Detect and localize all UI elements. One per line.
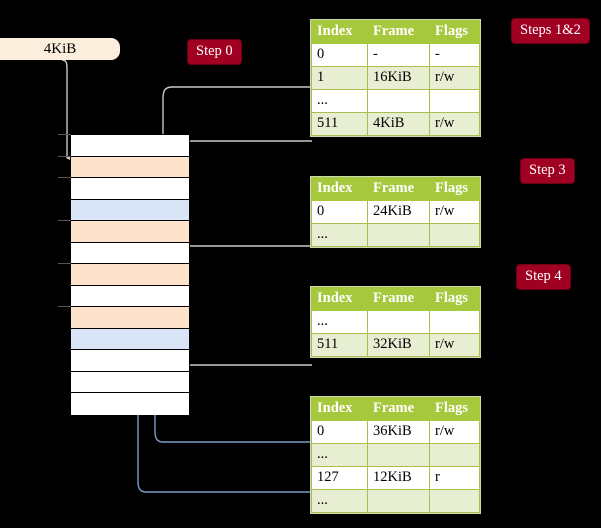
memory-frame-row-7 xyxy=(71,285,189,307)
cell-flags: r/w xyxy=(429,333,480,357)
cell-index: ... xyxy=(311,443,368,467)
cell-index: ... xyxy=(311,489,368,513)
memory-frame-row-12 xyxy=(71,393,189,415)
table-row[interactable]: ... xyxy=(311,443,480,467)
cell-flags xyxy=(429,89,480,113)
column-header-index: Index xyxy=(311,20,368,44)
cell-frame: 24KiB xyxy=(367,200,430,224)
wire-pml4-entry511-to-memory xyxy=(174,140,312,162)
memory-tick-8 xyxy=(58,306,71,307)
wire-pdpt-entry0-to-memory xyxy=(174,245,312,300)
memory-frame-row-9 xyxy=(71,328,189,350)
physical-memory-block xyxy=(70,134,190,415)
cell-frame xyxy=(367,89,430,113)
cell-index: 511 xyxy=(311,333,368,357)
cell-frame: 4KiB xyxy=(367,112,430,136)
column-header-frame: Frame xyxy=(367,20,430,44)
table-row[interactable]: ... xyxy=(311,310,480,334)
cell-flags: r/w xyxy=(429,112,480,136)
cell-frame: 16KiB xyxy=(367,66,430,90)
badge-step-4: Step 4 xyxy=(517,265,570,289)
cell-flags: r/w xyxy=(429,200,480,224)
table-row[interactable]: ... xyxy=(311,89,480,113)
table-row[interactable]: 0-- xyxy=(311,43,480,67)
column-header-frame: Frame xyxy=(367,177,430,201)
cell-flags: r xyxy=(429,466,480,490)
memory-frame-row-11 xyxy=(71,371,189,393)
table-row[interactable]: ... xyxy=(311,223,480,247)
cell-frame: 12KiB xyxy=(367,466,430,490)
cell-index: 0 xyxy=(311,43,368,67)
cell-frame xyxy=(367,223,430,247)
column-header-flags: Flags xyxy=(429,20,480,44)
cell-flags: r/w xyxy=(429,420,480,444)
column-header-index: Index xyxy=(311,287,368,311)
cell-frame: - xyxy=(367,43,430,67)
cell-frame: 32KiB xyxy=(367,333,430,357)
memory-frame-row-8 xyxy=(71,307,189,329)
cell-index: ... xyxy=(311,89,368,113)
memory-frame-row-2 xyxy=(71,178,189,200)
cell-frame xyxy=(367,443,430,467)
memory-tick-2 xyxy=(58,177,71,178)
cell-index: 511 xyxy=(311,112,368,136)
cell-index: 0 xyxy=(311,420,368,444)
column-header-flags: Flags xyxy=(429,287,480,311)
memory-frame-row-4 xyxy=(71,221,189,243)
cell-index: 1 xyxy=(311,66,368,90)
wire-step0-4kib-to-memory xyxy=(61,59,74,162)
column-header-index: Index xyxy=(311,397,368,421)
memory-tick-6 xyxy=(58,263,71,264)
column-header-flags: Flags xyxy=(429,177,480,201)
memory-tick-1 xyxy=(58,155,71,157)
cell-index: ... xyxy=(311,310,368,334)
column-header-flags: Flags xyxy=(429,397,480,421)
table-row[interactable]: ... xyxy=(311,489,480,513)
column-header-frame: Frame xyxy=(367,397,430,421)
memory-frame-row-3 xyxy=(71,199,189,221)
cell-flags xyxy=(429,310,480,334)
memory-frame-row-5 xyxy=(71,242,189,264)
cell-index: 0 xyxy=(311,200,368,224)
cell-flags xyxy=(429,223,480,247)
badge-step-3: Step 3 xyxy=(521,159,574,183)
memory-frame-row-6 xyxy=(71,264,189,286)
memory-frame-row-10 xyxy=(71,350,189,372)
cell-flags xyxy=(429,443,480,467)
cell-flags xyxy=(429,489,480,513)
cell-index: 127 xyxy=(311,466,368,490)
badge-steps-1-2: Steps 1&2 xyxy=(512,19,589,43)
wire-pd-entry511-to-memory xyxy=(168,312,312,366)
cell-index: ... xyxy=(311,223,368,247)
memory-frame-row-1 xyxy=(71,156,189,178)
memory-tick-4 xyxy=(58,220,71,221)
memory-size-label: 4KiB xyxy=(0,38,120,60)
memory-frame-row-0 xyxy=(71,135,189,157)
column-header-frame: Frame xyxy=(367,287,430,311)
cell-frame: 36KiB xyxy=(367,420,430,444)
cell-frame xyxy=(367,310,430,334)
column-header-index: Index xyxy=(311,177,368,201)
memory-tick-0 xyxy=(58,134,71,135)
cell-flags: - xyxy=(429,43,480,67)
cell-flags: r/w xyxy=(429,66,480,90)
badge-step-0: Step 0 xyxy=(188,40,241,64)
cell-frame xyxy=(367,489,430,513)
